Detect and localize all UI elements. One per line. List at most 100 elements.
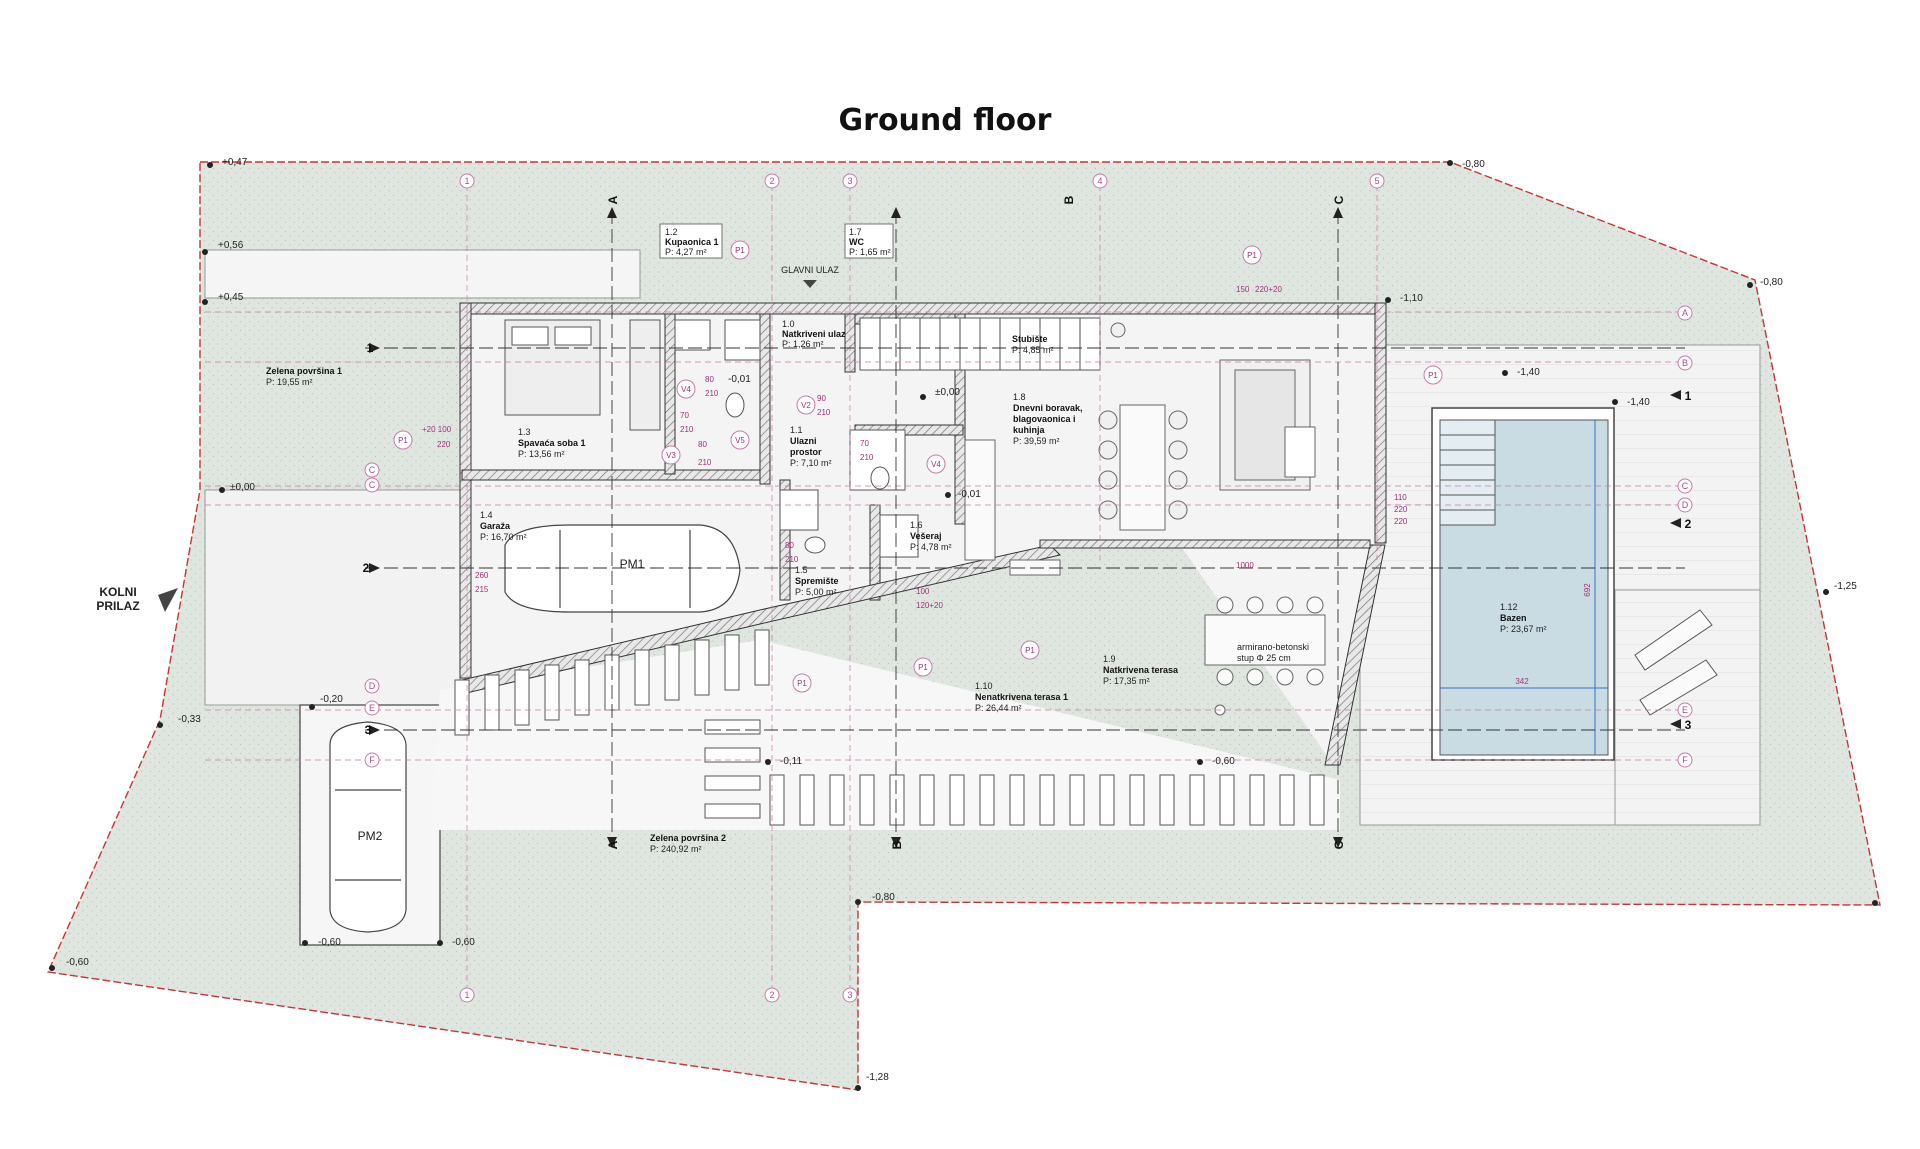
room-area: P: 16,70 m² bbox=[480, 532, 527, 542]
door-p1-b: P1 bbox=[1247, 251, 1257, 260]
dim-21: 260 bbox=[475, 571, 489, 580]
room-area: P: 1,65 m² bbox=[849, 247, 891, 257]
dim-12: 210 bbox=[680, 425, 694, 434]
door-v4-a: V4 bbox=[681, 385, 691, 394]
room-area: P: 7,10 m² bbox=[790, 458, 832, 468]
pool-length-dim: 692 bbox=[1583, 583, 1592, 597]
axis-bubbles-top bbox=[459, 173, 1385, 189]
axis-c-left-2: C bbox=[369, 480, 376, 490]
level-7: -0,60 bbox=[66, 957, 89, 968]
axis-2-bottom: 2 bbox=[769, 990, 774, 1000]
label-box bbox=[659, 223, 723, 259]
axis-bubbles-bottom bbox=[459, 987, 858, 1003]
car-pm2 bbox=[329, 721, 407, 933]
level-19: -0,60 bbox=[1212, 756, 1235, 767]
dim-2: 210 bbox=[698, 458, 712, 467]
dim-16: 1000 bbox=[1236, 561, 1254, 570]
parking-pm1: PM1 bbox=[620, 557, 645, 571]
door-p1-f: P1 bbox=[918, 663, 928, 672]
room-area: P: 4,85 m² bbox=[1012, 345, 1054, 355]
door-v5: V5 bbox=[735, 436, 745, 445]
section-a-top: A bbox=[606, 195, 620, 204]
axis-5-top: 5 bbox=[1374, 176, 1379, 186]
section-c-bottom: C bbox=[1332, 840, 1346, 849]
pool-steps bbox=[1439, 419, 1496, 526]
section-b-bottom: B bbox=[890, 840, 904, 849]
room-name: Stubište bbox=[1012, 334, 1048, 344]
room-label-wc: 1.7 WC P: 1,65 m² bbox=[844, 223, 894, 259]
paving-top-left bbox=[204, 249, 641, 299]
room-name: Nenatkrivena terasa 1 bbox=[975, 692, 1068, 702]
room-num: 1.6 bbox=[910, 520, 923, 530]
main-entrance-label: GLAVNI ULAZ bbox=[781, 265, 839, 275]
dim-1: 80 bbox=[698, 440, 707, 449]
page-title: Ground floor bbox=[839, 103, 1052, 138]
door-v2: V2 bbox=[801, 401, 811, 410]
section-a-bottom: A bbox=[606, 840, 620, 849]
dim-7: 90 bbox=[817, 394, 826, 403]
room-label-vesheraj: 1.6 Vešeraj P: 4,78 m² bbox=[910, 520, 952, 552]
axis-c-left: C bbox=[369, 465, 376, 475]
door-v3: V3 bbox=[666, 451, 676, 460]
level-16: -1,40 bbox=[1627, 397, 1650, 408]
axis-b-right: B bbox=[1682, 358, 1688, 368]
level-6: -0,33 bbox=[178, 714, 201, 725]
axis-a-right: A bbox=[1682, 308, 1688, 318]
axis-d-left: D bbox=[369, 681, 376, 691]
axis-f-right: F bbox=[1682, 755, 1688, 765]
room-label-natkriveni-ulaz: 1.0 Natkriveni ulaz P: 1,26 m² bbox=[782, 319, 846, 349]
axis-3-bottom: 3 bbox=[847, 990, 852, 1000]
dim-8: 210 bbox=[817, 408, 831, 417]
room-area: P: 13,56 m² bbox=[518, 449, 565, 459]
axis-e-right: E bbox=[1682, 705, 1688, 715]
level-9: -0,60 bbox=[452, 937, 475, 948]
door-p1-a: P1 bbox=[735, 246, 745, 255]
level-points bbox=[49, 160, 1878, 1091]
axis-2-top: 2 bbox=[769, 176, 774, 186]
dim-11: 70 bbox=[680, 411, 689, 420]
door-p1-g: P1 bbox=[1025, 646, 1035, 655]
level-12: -0,80 bbox=[1760, 277, 1783, 288]
axis-e-left: E bbox=[369, 703, 375, 713]
level-15: -1,40 bbox=[1517, 367, 1540, 378]
level-4: ±0,00 bbox=[230, 482, 255, 493]
room-name: Vešeraj bbox=[910, 531, 942, 541]
level-18: -0,11 bbox=[780, 756, 802, 767]
green-area: P: 19,55 m² bbox=[266, 377, 313, 387]
dim-22: 215 bbox=[475, 585, 489, 594]
room-num: 1.7 bbox=[849, 227, 862, 237]
room-area: P: 4,27 m² bbox=[665, 247, 707, 257]
room-num: 1.9 bbox=[1103, 654, 1116, 664]
label-box bbox=[844, 223, 894, 259]
room-label-nenatkrivena-terasa: 1.10 Nenatkrivena terasa 1 P: 26,44 m² bbox=[975, 681, 1068, 713]
paving-left bbox=[204, 489, 461, 706]
axis-4-top: 4 bbox=[1097, 176, 1102, 186]
room-num: 1.8 bbox=[1013, 392, 1026, 402]
room-name: Bazen bbox=[1500, 613, 1527, 623]
room-area: P: 26,44 m² bbox=[975, 703, 1022, 713]
level-3: +0,45 bbox=[218, 292, 244, 303]
dim-20: 220 bbox=[1394, 517, 1408, 526]
room-num: 1.4 bbox=[480, 510, 493, 520]
room-name: Natkrivena terasa bbox=[1103, 665, 1179, 675]
dim-19: 110 bbox=[1394, 493, 1407, 502]
level-5: -0,20 bbox=[320, 694, 343, 705]
parking-stripes-top bbox=[454, 629, 770, 736]
sun-loungers bbox=[1634, 609, 1718, 716]
column-note-2: stup Φ 25 cm bbox=[1237, 653, 1291, 663]
room-name: Kupaonica 1 bbox=[665, 237, 719, 247]
door-v4-b: V4 bbox=[931, 460, 941, 469]
level-11: -0,80 bbox=[872, 892, 895, 903]
car-access-label-1: KOLNI bbox=[99, 585, 136, 599]
dim-10: 210 bbox=[705, 389, 719, 398]
car-access-arrow bbox=[158, 588, 178, 612]
section-lines bbox=[365, 210, 1685, 845]
room-label-ulazni: 1.1 Ulazni prostor P: 7,10 m² bbox=[790, 425, 832, 468]
section-c-top: C bbox=[1332, 195, 1346, 204]
green-area: P: 240,92 m² bbox=[650, 844, 702, 854]
green-name: Zelena površina 2 bbox=[650, 833, 726, 843]
green-name: Zelena površina 1 bbox=[266, 366, 342, 376]
door-p1-c: P1 bbox=[1428, 371, 1438, 380]
section-markers bbox=[369, 207, 1681, 848]
